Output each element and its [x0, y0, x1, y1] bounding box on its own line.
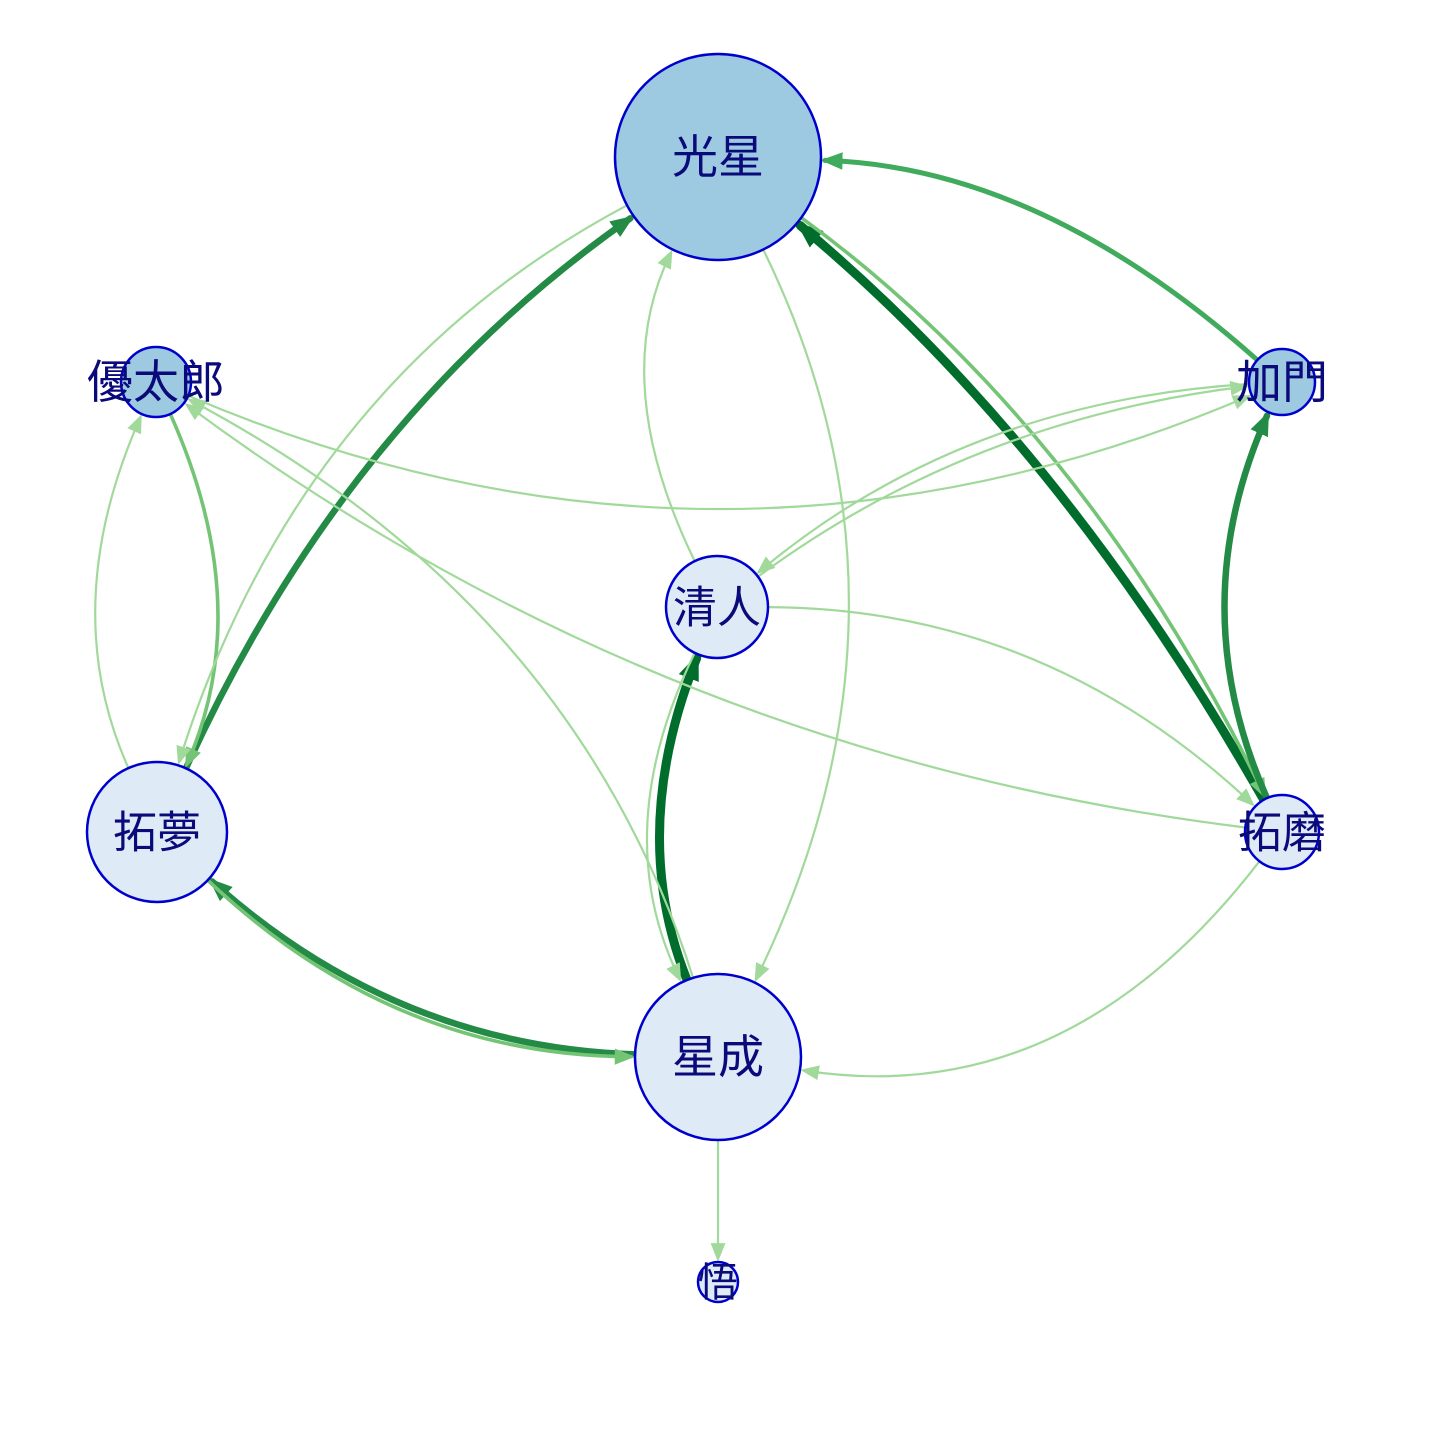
node-circle-kamon: [1247, 347, 1317, 417]
node-circle-kiyoto: [664, 554, 770, 660]
node-label-takumu: 拓夢: [113, 807, 201, 858]
node-kousei: 光星: [613, 52, 823, 262]
edge-takumu-to-kousei: [182, 215, 635, 772]
node-label-kiyoto: 清人: [673, 582, 761, 633]
edge-kiyoto-to-kamon: [756, 380, 1249, 578]
node-circle-seinaru: [633, 972, 803, 1142]
edges-layer: [94, 152, 1271, 1262]
edge-yutaro-to-kamon: [187, 394, 1252, 511]
node-circle-takuma: [1243, 793, 1321, 871]
edge-kousei-to-takuma: [799, 215, 1266, 799]
node-label-kamon: 加門: [1236, 355, 1328, 409]
node-label-seinaru: 星成: [672, 1030, 764, 1084]
edge-takuma-to-kamon: [1221, 411, 1271, 802]
node-takumu: 拓夢: [85, 760, 229, 904]
edge-kiyoto-to-seinaru: [645, 651, 696, 983]
node-yutaro: 優太郎: [87, 345, 225, 419]
node-circle-kousei: [613, 52, 823, 262]
edge-takuma-to-seinaru: [800, 860, 1261, 1081]
edge-kousei-to-seinaru: [754, 248, 850, 983]
edge-takuma-to-yutaro: [184, 403, 1247, 829]
node-label-takuma: 拓磨: [1238, 807, 1326, 858]
edge-takumu-to-yutaro: [94, 414, 142, 770]
edge-kamon-to-kiyoto: [756, 382, 1251, 575]
edge-seinaru-to-yutaro: [187, 398, 695, 979]
node-satoru: 悟: [696, 1260, 740, 1306]
node-kiyoto: 清人: [664, 554, 770, 660]
edge-kiyoto-to-takuma: [766, 606, 1255, 807]
edge-yutaro-to-takumu: [168, 412, 220, 769]
edge-kamon-to-kousei: [820, 152, 1260, 363]
edge-seinaru-to-takumu: [208, 878, 639, 1058]
edge-takuma-to-kousei: [795, 221, 1269, 805]
edge-takumu-to-seinaru: [205, 878, 636, 1065]
nodes-layer: 光星 優太郎 加門 清人 拓夢 拓磨: [85, 52, 1328, 1306]
node-circle-takumu: [85, 760, 229, 904]
edge-seinaru-to-kiyoto: [655, 653, 702, 985]
node-label-satoru: 悟: [698, 1260, 738, 1306]
node-circle-yutaro: [119, 345, 193, 419]
node-label-kousei: 光星: [672, 130, 764, 184]
node-circle-satoru: [696, 1260, 740, 1304]
edge-kousei-to-takumu: [176, 204, 629, 765]
node-kamon: 加門: [1236, 347, 1328, 417]
node-takuma: 拓磨: [1238, 793, 1326, 871]
node-label-yutaro: 優太郎: [87, 355, 225, 409]
node-seinaru: 星成: [633, 972, 803, 1142]
edge-kiyoto-to-kousei: [643, 249, 696, 563]
